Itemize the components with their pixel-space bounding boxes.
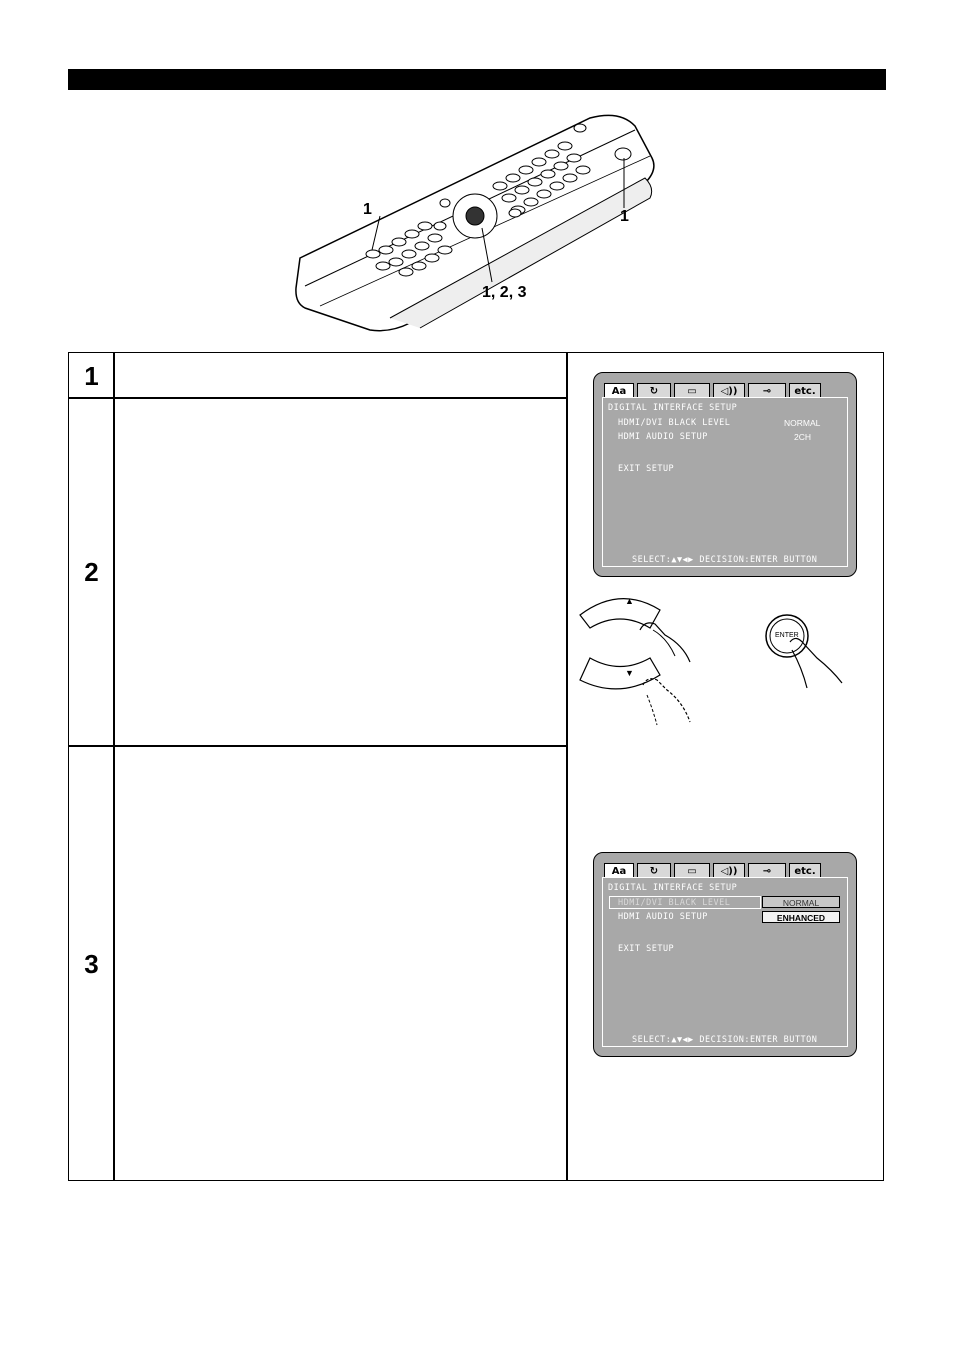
tab-lock-icon: ⊸ <box>748 383 786 398</box>
osd-exit-setup: EXIT SETUP <box>618 464 675 474</box>
osd-value-black-level: NORMAL <box>784 418 821 428</box>
option-normal[interactable]: NORMAL <box>762 896 840 908</box>
enter-button-label: ENTER <box>775 632 799 639</box>
tab-audio-icon: ↻ <box>637 863 671 878</box>
osd-panel <box>602 397 848 567</box>
cursor-buttons-illustration: ▲ ▼ <box>575 590 705 730</box>
osd-footer: SELECT:▲▼◀▶ DECISION:ENTER BUTTON <box>632 555 818 565</box>
section-header-bar <box>68 69 886 90</box>
table-row-divider <box>69 745 566 747</box>
tab-language-icon: Aa <box>604 383 634 398</box>
osd-tab-bar: Aa ↻ ▭ ◁)) ⊸ etc. <box>604 383 824 399</box>
osd-row-audio-setup: HDMI AUDIO SETUP <box>618 432 708 442</box>
tab-speaker-icon: ◁)) <box>713 863 745 878</box>
up-arrow-icon: ▲ <box>625 596 634 606</box>
osd-row-audio-setup: HDMI AUDIO SETUP <box>618 912 708 922</box>
tab-etc-icon: etc. <box>789 383 821 398</box>
callout-right: 1 <box>620 208 629 225</box>
tab-picture-icon: ▭ <box>674 863 710 878</box>
remote-icon <box>295 114 655 332</box>
enter-button-illustration: ENTER <box>762 608 852 698</box>
option-enhanced[interactable]: ENHANCED <box>762 911 840 923</box>
osd-title: DIGITAL INTERFACE SETUP <box>608 403 738 413</box>
steps-table: 1 2 3 <box>68 352 884 1181</box>
osd-value-audio-setup: 2CH <box>794 432 812 442</box>
step-number-3: 3 <box>84 949 99 979</box>
tab-etc-icon: etc. <box>789 863 821 878</box>
table-column-divider <box>566 353 568 1180</box>
tab-picture-icon: ▭ <box>674 383 710 398</box>
osd-panel <box>602 877 848 1047</box>
step-number-2: 2 <box>84 557 99 587</box>
osd-row-highlight <box>609 896 761 909</box>
table-row-divider <box>69 397 566 399</box>
tab-speaker-icon: ◁)) <box>713 383 745 398</box>
hand-press-cursor-icon <box>579 598 691 726</box>
osd-footer: SELECT:▲▼◀▶ DECISION:ENTER BUTTON <box>632 1035 818 1045</box>
remote-control-illustration <box>290 108 670 338</box>
osd-exit-setup: EXIT SETUP <box>618 944 675 954</box>
osd-title: DIGITAL INTERFACE SETUP <box>608 883 738 893</box>
osd-screen-2: Aa ↻ ▭ ◁)) ⊸ etc. DIGITAL INTERFACE SETU… <box>593 852 857 1057</box>
down-arrow-icon: ▼ <box>625 668 634 678</box>
osd-tab-bar: Aa ↻ ▭ ◁)) ⊸ etc. <box>604 863 824 879</box>
table-column-divider <box>113 353 115 1180</box>
tab-audio-icon: ↻ <box>637 383 671 398</box>
callout-left: 1 <box>363 201 372 218</box>
osd-row-black-level: HDMI/DVI BLACK LEVEL <box>618 898 731 908</box>
step-number-1: 1 <box>84 361 99 391</box>
osd-screen-1: Aa ↻ ▭ ◁)) ⊸ etc. DIGITAL INTERFACE SETU… <box>593 372 857 577</box>
tab-language-icon: Aa <box>604 863 634 878</box>
osd-row-black-level: HDMI/DVI BLACK LEVEL <box>618 418 731 428</box>
tab-lock-icon: ⊸ <box>748 863 786 878</box>
hand-press-enter-icon <box>765 614 843 689</box>
callout-bottom: 1, 2, 3 <box>482 284 527 301</box>
